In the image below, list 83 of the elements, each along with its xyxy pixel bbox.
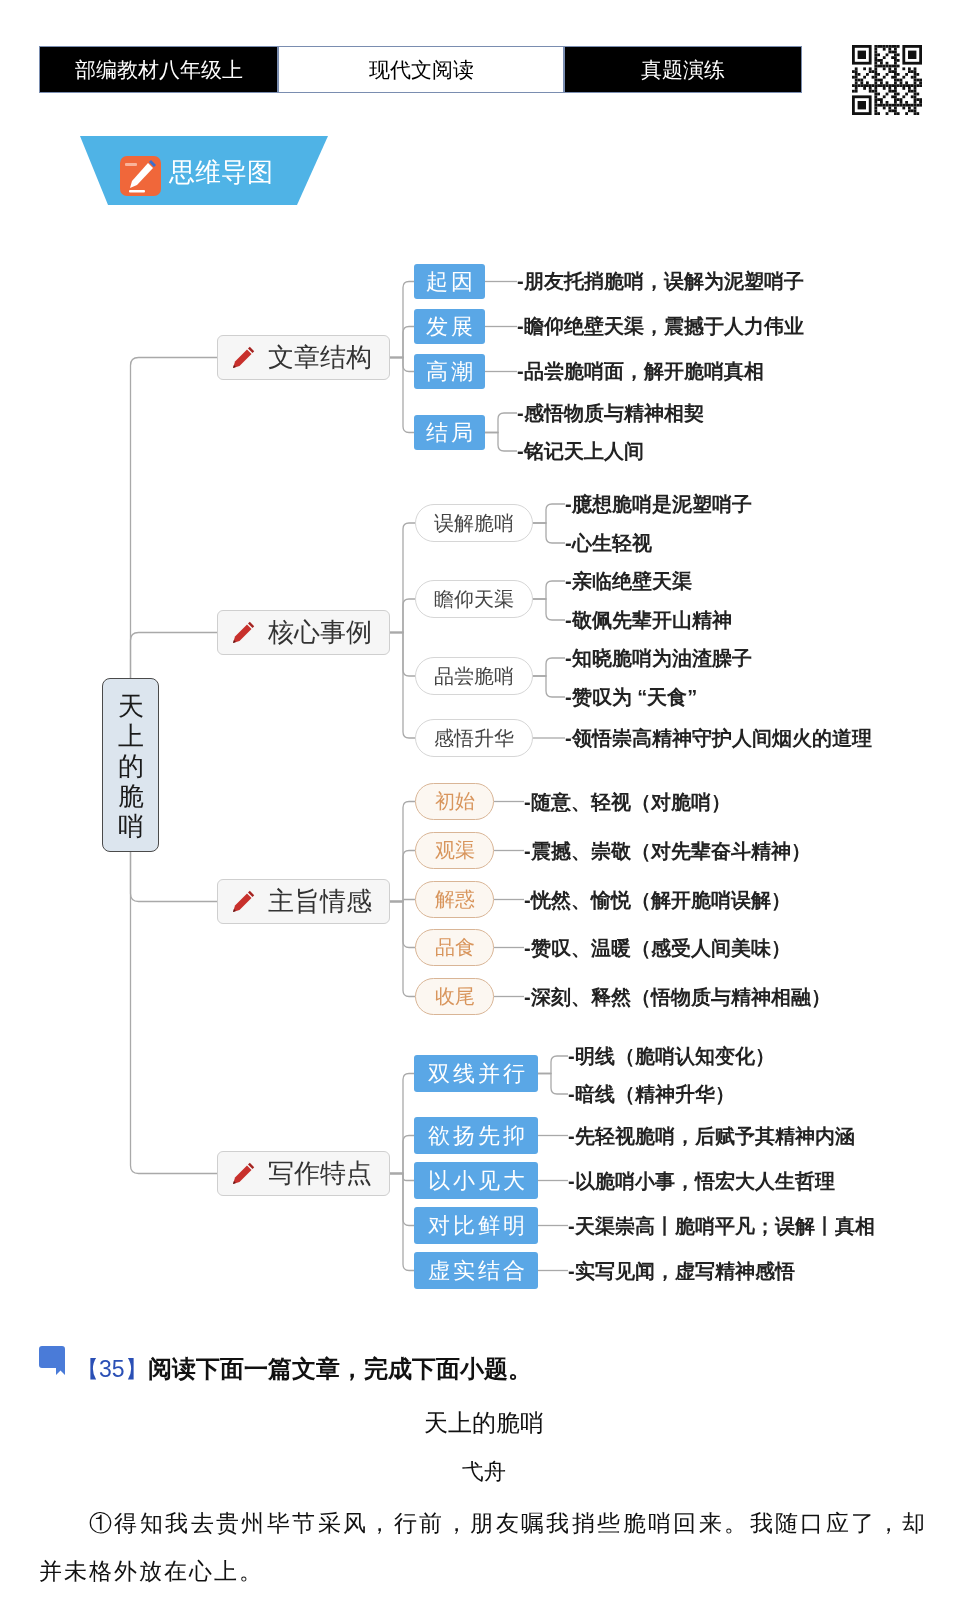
branch-text: -天渠崇高丨脆哨平凡；误解丨真相 [568,1213,875,1239]
connector-line [389,1172,415,1272]
connector-line [389,631,416,739]
connector-line [532,675,566,698]
author-name: 弋舟 [462,1458,506,1486]
connector-line [532,522,566,544]
connector-line [484,370,518,373]
connector-line [484,280,518,283]
article-paragraph: ①得知我去贵州毕节采风，行前，朋友嘱我捎些脆哨回来。我随口应了，却并未格外放在心上。 [39,1510,927,1586]
branch-text: -臆想脆哨是泥塑哨子 [565,491,752,517]
branch-text: -心生轻视 [565,530,652,556]
subtopic-box: 品食 [415,929,494,966]
connector-line [532,598,566,621]
subtopic-box: 对比鲜明 [414,1207,538,1244]
header-cell: 部编教材八年级上 [39,46,278,93]
connector-line [129,851,218,1175]
header-cell: 现代文阅读 [278,46,564,93]
branch-text: -铭记天上人间 [517,438,644,464]
topic-label: 主旨情感 [268,885,372,918]
connector-line [537,1134,569,1137]
subtopic-box: 双线并行 [414,1055,538,1092]
subtopic-box: 起因 [414,264,485,299]
subtopic-box: 解惑 [415,881,494,918]
question-instruction: 阅读下面一篇文章，完成下面小题。 [147,1354,532,1384]
subtopic-box: 收尾 [415,978,494,1015]
branch-text: -赞叹、温暖（感受人间美味） [524,935,791,961]
subtopic-box: 以小见大 [414,1162,538,1199]
subtopic-box: 欲扬先抑 [414,1117,538,1154]
subtopic-box: 发展 [414,309,485,344]
connector-line [484,325,518,328]
connector-line [493,849,525,852]
branch-text: -品尝脆哨面，解开脆哨真相 [517,358,764,384]
branch-text: -先轻视脆哨，后赋予其精神内涵 [568,1123,855,1149]
connector-line [493,995,525,998]
branch-text: -深刻、释然（悟物质与精神相融） [524,984,831,1010]
question-number: 【35】 [76,1354,148,1384]
connector-line [493,898,525,901]
subtopic-box: 瞻仰天渠 [415,580,533,618]
subtopic-box: 结局 [414,415,485,450]
connector-line [484,431,518,452]
branch-text: -感悟物质与精神相契 [517,400,704,426]
connector-line [389,356,415,434]
topic-box [217,879,390,924]
subtopic-box: 观渠 [415,832,494,869]
connector-line [493,800,525,803]
topic-label: 文章结构 [268,341,372,374]
branch-text: -恍然、愉悦（解开脆哨误解） [524,887,791,913]
subtopic-box: 感悟升华 [415,719,533,757]
topic-label: 核心事例 [268,616,372,649]
branch-text: -明线（脆哨认知变化） [568,1043,775,1069]
subtopic-box: 品尝脆哨 [415,657,533,695]
connector-line [532,737,566,739]
topic-box [217,335,390,380]
connector-line [389,900,416,998]
subtopic-box: 初始 [415,783,494,820]
branch-text: -瞻仰绝壁天渠，震撼于人力伟业 [517,313,804,339]
branch-text: -赞叹为 “天食” [565,684,698,710]
topic-box [217,610,390,655]
connector-line [537,1269,569,1272]
branch-text: -亲临绝壁天渠 [565,568,692,594]
branch-text: -敬佩先辈开山精神 [565,607,732,633]
subtopic-box: 虚实结合 [414,1252,538,1289]
connector-line [537,1179,569,1182]
subtopic-box: 高潮 [414,354,485,389]
connector-line [493,946,525,949]
topic-box [217,1151,390,1196]
title-text: 思维导图 [169,156,273,188]
connector-line [129,631,218,679]
branch-text: -实写见闻，虚写精神感悟 [568,1258,795,1284]
branch-text: -以脆哨小事，悟宏大人生哲理 [568,1168,835,1194]
header-cell: 真题演练 [564,46,802,93]
branch-text: -随意、轻视（对脆哨） [524,789,731,815]
central-topic-box: 天上的脆哨 [102,678,159,852]
branch-text: -领悟崇高精神守护人间烟火的道理 [565,725,872,751]
branch-text: -知晓脆哨为油渣臊子 [565,645,752,671]
branch-text: -朋友托捎脆哨，误解为泥塑哨子 [517,268,804,294]
topic-label: 写作特点 [268,1157,372,1190]
article-title: 天上的脆哨 [424,1408,544,1438]
connector-line [537,1072,569,1095]
branch-text: -暗线（精神升华） [568,1081,735,1107]
branch-text: -震撼、崇敬（对先辈奋斗精神） [524,838,811,864]
connector-line [537,1224,569,1227]
subtopic-box: 误解脆哨 [415,504,533,542]
